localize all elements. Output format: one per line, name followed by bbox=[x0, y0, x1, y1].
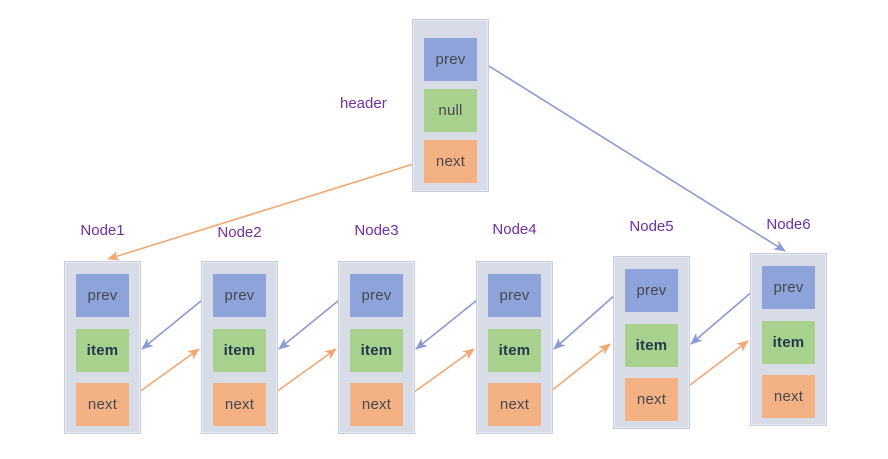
node5-next-cell: next bbox=[625, 378, 678, 421]
node1-label: Node1 bbox=[80, 222, 125, 239]
node1: prev item next bbox=[64, 261, 141, 434]
node5-item-cell: item bbox=[625, 324, 678, 367]
node3-prev-cell: prev bbox=[350, 274, 403, 317]
node2-label: Node2 bbox=[217, 224, 262, 241]
header-next-cell: next bbox=[424, 140, 477, 183]
node5: prev item next bbox=[613, 256, 690, 429]
node6: prev item next bbox=[750, 253, 827, 426]
header-node: prev null next bbox=[412, 19, 489, 192]
node3-item-cell: item bbox=[350, 329, 403, 372]
header-label: header bbox=[340, 95, 387, 112]
node3-label: Node3 bbox=[354, 222, 399, 239]
node3-next-cell: next bbox=[350, 383, 403, 426]
node1-prev-cell: prev bbox=[76, 274, 129, 317]
node6-next-cell: next bbox=[762, 375, 815, 418]
header-prev-cell: prev bbox=[424, 38, 477, 81]
node4-label: Node4 bbox=[492, 221, 537, 238]
node2-prev-cell: prev bbox=[213, 274, 266, 317]
node3: prev item next bbox=[338, 261, 415, 434]
header-next-to-node1-arrow bbox=[107, 160, 424, 261]
node4-next-cell: next bbox=[488, 383, 541, 426]
node4: prev item next bbox=[476, 261, 553, 434]
node4-prev-cell: prev bbox=[488, 274, 541, 317]
node6-prev-cell: prev bbox=[762, 266, 815, 309]
node6-item-cell: item bbox=[762, 321, 815, 364]
node2-next-cell: next bbox=[213, 383, 266, 426]
node6-label: Node6 bbox=[766, 216, 811, 233]
node4-item-cell: item bbox=[488, 329, 541, 372]
node5-prev-cell: prev bbox=[625, 269, 678, 312]
node1-item-cell: item bbox=[76, 329, 129, 372]
node2: prev item next bbox=[201, 261, 278, 434]
node5-label: Node5 bbox=[629, 218, 674, 235]
node2-item-cell: item bbox=[213, 329, 266, 372]
header-null-cell: null bbox=[424, 89, 477, 132]
node1-next-cell: next bbox=[76, 383, 129, 426]
